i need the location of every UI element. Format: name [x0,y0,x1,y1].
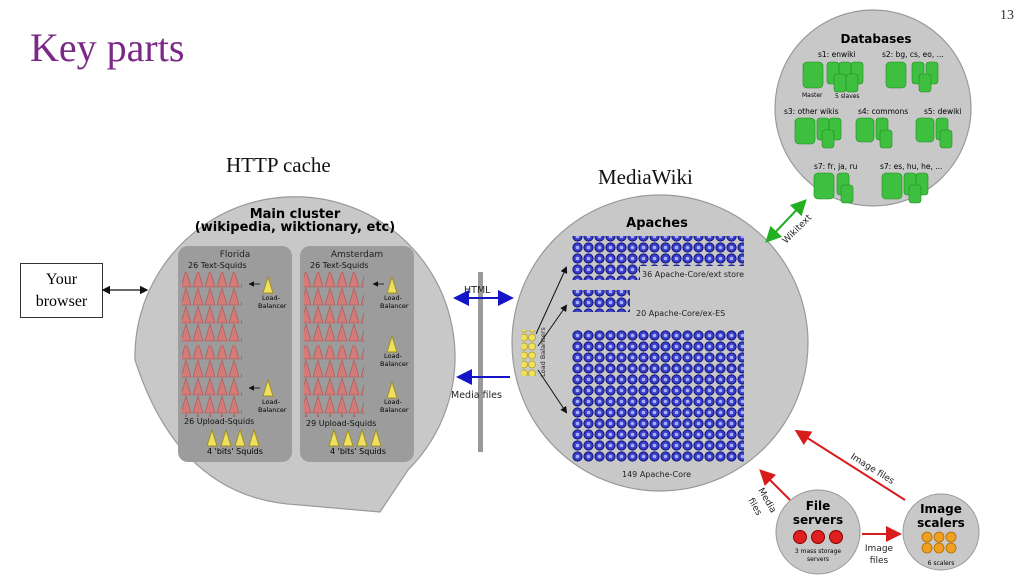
your-browser-box: Your browser [20,263,103,318]
apache-group3-label: 149 Apache-Core [622,470,691,479]
slide-number: 13 [1000,8,1014,23]
amsterdam-text-squids: 26 Text-Squids [310,261,368,270]
amsterdam-lb1-line1: Load- [384,294,403,302]
image-scalers-line1: Image [920,502,962,516]
amsterdam-lb2-line1: Load- [384,352,403,360]
florida-text-squids: 26 Text-Squids [188,261,246,270]
florida-label: Florida [220,250,251,260]
file-to-scaler-label-line1: Image [865,544,894,554]
media-files-link-label: Media files [451,390,502,401]
network-divider [478,272,483,452]
databases-cluster: Databases s1: enwiki s2: bg, cs, eo, ...… [774,9,972,207]
amsterdam-lb3-line1: Load- [384,398,403,406]
amsterdam-bits-squids [328,428,382,447]
amsterdam-text-squid-cones [304,272,364,342]
apache-group1-label: 36 Apache-Core/ext store [642,270,744,279]
florida-lb2-line1: Load- [262,398,281,406]
amsterdam-lb2-line2: Balancer [380,360,409,368]
florida-lb1-line1: Load- [262,294,281,302]
db-s5-label: s5: dewiki [924,107,962,116]
apache-group-core [572,330,744,462]
amsterdam-label: Amsterdam [331,250,383,260]
file-servers-sub2: servers [807,556,829,563]
florida-upload-squids: 26 Upload-Squids [184,417,254,426]
db-s1-cylinders [802,61,864,93]
florida-bits-label: 4 'bits' Squids [207,447,263,456]
file-servers-node: File servers 3 mass storage servers [775,489,861,575]
apache-group-ex-es [572,290,630,312]
apaches-cluster: Apaches 36 Apache-Core/ext store 20 Apac… [511,194,809,492]
http-cache-heading: HTTP cache [226,153,331,177]
image-scalers-node: Image scalers 6 scalers [902,493,980,571]
florida-lb1-line2: Balancer [258,302,287,310]
file-servers-line1: File [806,499,831,513]
browser-label-line2: browser [35,292,88,310]
db-s3-s5-cylinders [794,117,953,149]
file-servers-line2: servers [793,513,843,527]
apaches-title: Apaches [626,216,688,231]
florida-upload-squid-cones [182,345,242,417]
file-servers-sub1: 3 mass storage [795,548,842,555]
florida-text-squid-cones [182,272,242,342]
amsterdam-lb1-line2: Balancer [380,302,409,310]
file-to-scaler-label-line2: files [870,556,889,566]
db-s7-label: s7: fr, ja, ru [814,162,858,171]
wikitext-link-arrow [765,199,807,243]
wikitext-link-label: Wikitext [781,213,814,246]
apache-group2-label: 20 Apache-Core/ex-ES [636,309,725,318]
db-s2-label: s2: bg, cs, eo, ... [882,50,944,59]
apache-load-balancers-label: Load Balancers [539,327,547,377]
http-cache-cluster: Main cluster (wikipedia, wiktionary, etc… [134,196,456,513]
db-s7b-label: s7: es, hu, he, ... [880,162,942,171]
db-s2-cylinders [885,61,939,93]
db-s7-cylinders [813,172,929,204]
florida-lb2-line2: Balancer [258,406,287,414]
db-master-label: Master [802,92,823,99]
media-files-red-arrow [759,469,791,501]
image-scalers-sub: 6 scalers [928,560,955,567]
db-s1-label: s1: enwiki [818,50,856,59]
mediawiki-heading: MediaWiki [598,165,693,189]
databases-title: Databases [840,32,911,46]
browser-label-line1: Your [45,270,78,288]
amsterdam-upload-squid-cones [304,345,364,417]
db-s3-label: s3: other wikis [784,107,839,116]
image-files-arrow [794,429,906,501]
cache-title-line2: (wikipedia, wiktionary, etc) [195,220,395,235]
apache-load-balancers [522,330,536,376]
db-s4-label: s4: commons [858,107,908,116]
amsterdam-lb3-line2: Balancer [380,406,409,414]
amsterdam-upload-squids: 29 Upload-Squids [306,419,376,428]
html-link-label: HTML [464,285,491,296]
slide-title: Key parts [30,25,185,70]
image-scalers-line2: scalers [917,516,965,530]
florida-bits-squids [206,428,260,447]
amsterdam-bits-label: 4 'bits' Squids [330,447,386,456]
db-slaves-label: 5 slaves [835,93,860,100]
cache-title-line1: Main cluster [250,207,341,222]
